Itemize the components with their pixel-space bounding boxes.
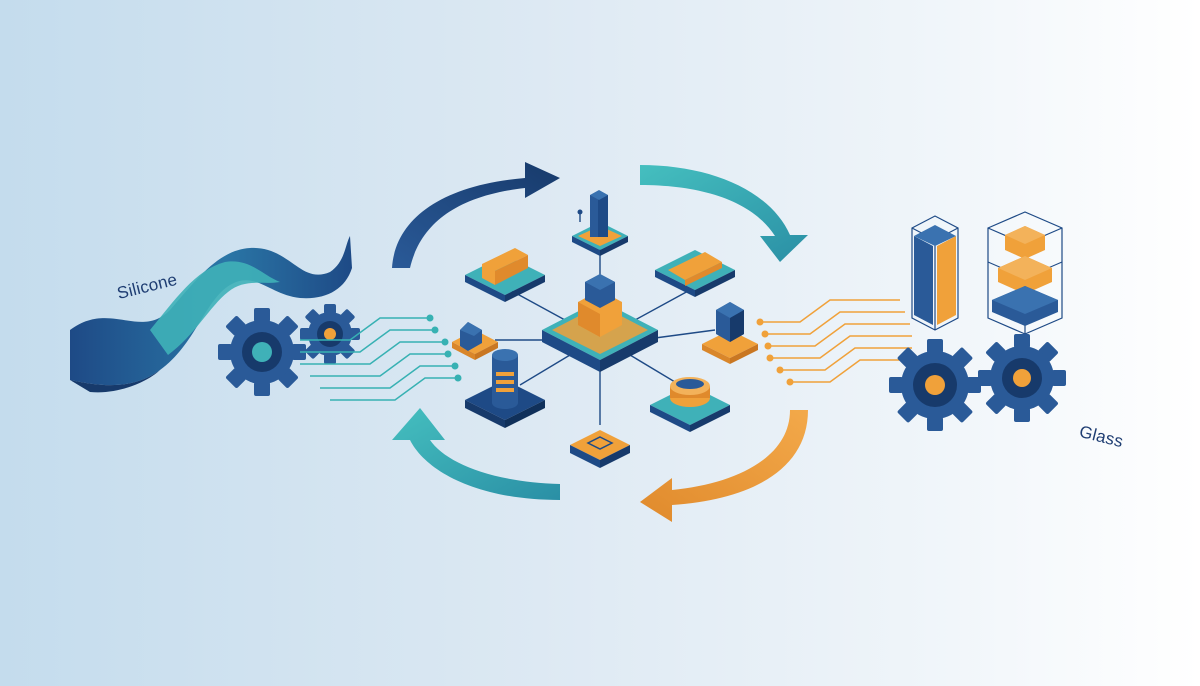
cycle-arrow-bottom-right-icon	[640, 410, 808, 522]
lower-left-cylinder-icon	[465, 349, 545, 428]
top-tower-block-icon	[572, 190, 628, 256]
left-gear-small-icon	[300, 304, 360, 364]
left-small-block-icon	[452, 322, 498, 360]
cycle-arrow-top-right-icon	[640, 165, 808, 262]
right-circuit-nodes	[756, 318, 794, 386]
bottom-block-icon	[570, 430, 630, 468]
glass-container-stacked-icon	[987, 211, 1063, 335]
right-gear-right-icon	[978, 334, 1066, 422]
right-small-block-icon	[702, 302, 758, 364]
silicone-ribbon-icon	[70, 236, 352, 393]
cycle-arrow-top-left-icon	[392, 162, 560, 268]
central-hub-icon	[542, 274, 658, 372]
glass-container-tall-icon	[911, 215, 959, 331]
left-gear-large-icon	[218, 308, 306, 396]
right-gear-left-icon	[889, 339, 981, 431]
left-circuit-nodes	[426, 314, 462, 382]
upper-left-block-icon	[465, 248, 545, 302]
right-circuit-traces	[760, 299, 912, 383]
cycle-arrow-bottom-left-icon	[392, 408, 560, 500]
left-circuit-traces	[300, 317, 458, 401]
lower-right-disk-icon	[650, 377, 730, 432]
upper-right-block-icon	[655, 250, 735, 297]
